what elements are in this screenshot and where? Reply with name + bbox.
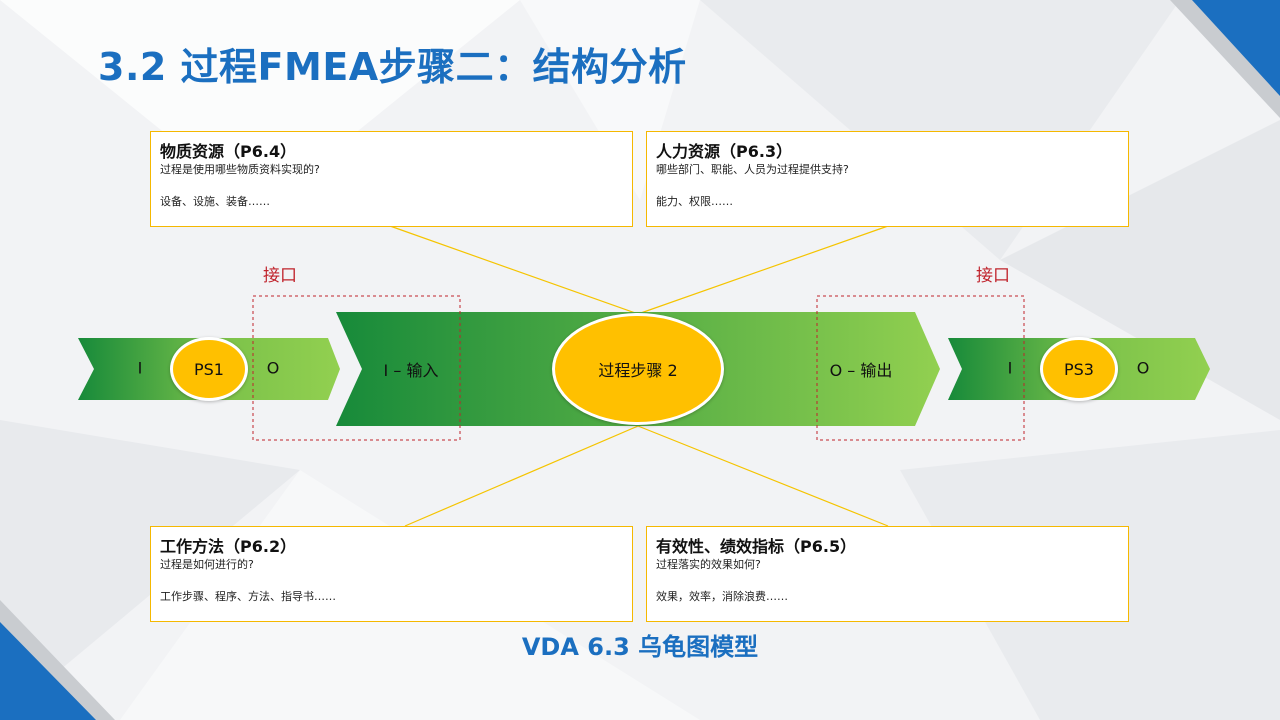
material-resources-question: 过程是使用哪些物质资料实现的? xyxy=(160,163,320,176)
human-resources-heading: 人力资源（P6.3） xyxy=(656,142,793,161)
main-output-label: O – 输出 xyxy=(829,361,893,380)
effectiveness-heading: 有效性、绩效指标（P6.5） xyxy=(656,537,857,556)
effectiveness-examples: 效果，效率，消除浪费…… xyxy=(656,590,788,603)
ps1-label: PS1 xyxy=(194,359,224,379)
work-method-examples: 工作步骤、程序、方法、指导书…… xyxy=(160,590,336,603)
ps3-ellipse: PS3 xyxy=(1040,337,1118,401)
process-step-2-label: 过程步骤 2 xyxy=(598,361,678,380)
diagram-caption: VDA 6.3 乌龟图模型 xyxy=(521,633,759,661)
process-step-2-ellipse: 过程步骤 2 xyxy=(552,313,724,425)
interface-right-label: 接口 xyxy=(976,266,1010,286)
interface-left-label: 接口 xyxy=(263,266,297,286)
material-resources-examples: 设备、设施、装备…… xyxy=(160,195,270,208)
ps3-output-label: O xyxy=(1136,358,1150,378)
human-resources-examples: 能力、权限…… xyxy=(656,195,733,208)
effectiveness-box: 有效性、绩效指标（P6.5） 过程落实的效果如何? 效果，效率，消除浪费…… xyxy=(646,526,1129,622)
ps3-input-label: I xyxy=(1007,358,1013,378)
human-resources-box: 人力资源（P6.3） 哪些部门、职能、人员为过程提供支持? 能力、权限…… xyxy=(646,131,1129,227)
material-resources-heading: 物质资源（P6.4） xyxy=(160,142,297,161)
ps1-output-label: O xyxy=(266,358,280,378)
connector-lines xyxy=(389,225,889,527)
main-input-label: I – 输入 xyxy=(383,361,439,380)
human-resources-question: 哪些部门、职能、人员为过程提供支持? xyxy=(656,163,849,176)
ps1-input-label: I xyxy=(137,358,143,378)
work-method-question: 过程是如何进行的? xyxy=(160,558,254,571)
ps3-label: PS3 xyxy=(1064,359,1094,379)
material-resources-box: 物质资源（P6.4） 过程是使用哪些物质资料实现的? 设备、设施、装备…… xyxy=(150,131,633,227)
interface-right-frame xyxy=(816,295,1025,441)
ps1-ellipse: PS1 xyxy=(170,337,248,401)
work-method-box: 工作方法（P6.2） 过程是如何进行的? 工作步骤、程序、方法、指导书…… xyxy=(150,526,633,622)
effectiveness-question: 过程落实的效果如何? xyxy=(656,558,761,571)
page-title: 3.2 过程FMEA步骤二：结构分析 xyxy=(98,45,687,89)
interface-left-frame xyxy=(252,295,461,441)
work-method-heading: 工作方法（P6.2） xyxy=(160,537,297,556)
